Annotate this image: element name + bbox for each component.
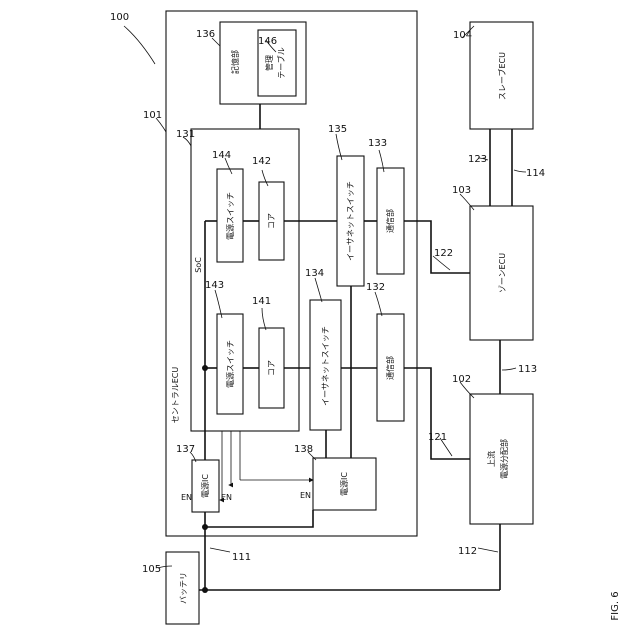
ref-122: 122 xyxy=(434,248,453,259)
ref-142: 142 xyxy=(252,156,271,167)
ref-121: 121 xyxy=(428,432,447,443)
power-switch-a-label: 電源スイッチ xyxy=(226,192,235,240)
ref-144: 144 xyxy=(212,150,231,161)
table-label-line1: 管理 xyxy=(264,55,274,71)
ref-135: 135 xyxy=(328,124,347,135)
ref-102: 102 xyxy=(452,374,471,385)
ref-103: 103 xyxy=(452,185,471,196)
ethernet-switch-a-label: イーサネットスイッチ xyxy=(346,181,355,261)
battery-label: バッテリ xyxy=(179,572,188,604)
zone-ecu-label: ゾーンECU xyxy=(498,253,507,293)
en-label-2: EN xyxy=(221,493,232,502)
ref-138: 138 xyxy=(294,444,313,455)
comm-b-label: 通信部 xyxy=(385,356,395,380)
ref-143: 143 xyxy=(205,280,224,291)
ref-114: 114 xyxy=(526,168,545,179)
junction-dot-battery xyxy=(202,587,208,593)
en-label-1: EN xyxy=(181,493,192,502)
central-ecu-label: セントラルECU xyxy=(171,367,180,424)
power-distribution-label-line2: 電源分配部 xyxy=(499,439,509,479)
core-a-label: コア xyxy=(267,213,276,229)
storage-label: 記憶部 xyxy=(230,50,240,74)
ref-100: 100 xyxy=(110,12,129,23)
ref-112: 112 xyxy=(458,546,477,557)
figure-caption: FIG. 6 xyxy=(610,591,621,620)
ref-137: 137 xyxy=(176,444,195,455)
table-label-line2: テーブル xyxy=(276,47,286,79)
ref-101: 101 xyxy=(143,110,162,121)
junction-dot-power xyxy=(202,524,208,530)
power-distribution-label-line1: 上流 xyxy=(486,451,496,467)
en-label-3: EN xyxy=(300,491,311,500)
core-b-label: コア xyxy=(267,360,276,376)
ref-113: 113 xyxy=(518,364,537,375)
power-switch-b-label: 電源スイッチ xyxy=(226,340,235,388)
junction-dot-upper xyxy=(202,365,208,371)
ethernet-switch-b-label: イーサネットスイッチ xyxy=(321,326,330,406)
ref-111: 111 xyxy=(232,552,251,563)
ref-146: 146 xyxy=(258,36,277,47)
slave-ecu-label: スレーブECU xyxy=(497,52,507,100)
ref-136: 136 xyxy=(196,29,215,40)
soc-label: SoC xyxy=(194,257,203,273)
ref-141: 141 xyxy=(252,296,271,307)
ref-105: 105 xyxy=(142,564,161,575)
ref-132: 132 xyxy=(366,282,385,293)
ref-123: 123 xyxy=(468,154,487,165)
comm-a-label: 通信部 xyxy=(385,209,395,233)
power-ic-a-label: 電源IC xyxy=(201,474,210,498)
power-ic-b-label: 電源IC xyxy=(340,472,349,496)
ref-133: 133 xyxy=(368,138,387,149)
ref-131: 131 xyxy=(176,129,195,140)
ref-134: 134 xyxy=(305,268,324,279)
ref-104: 104 xyxy=(453,30,472,41)
